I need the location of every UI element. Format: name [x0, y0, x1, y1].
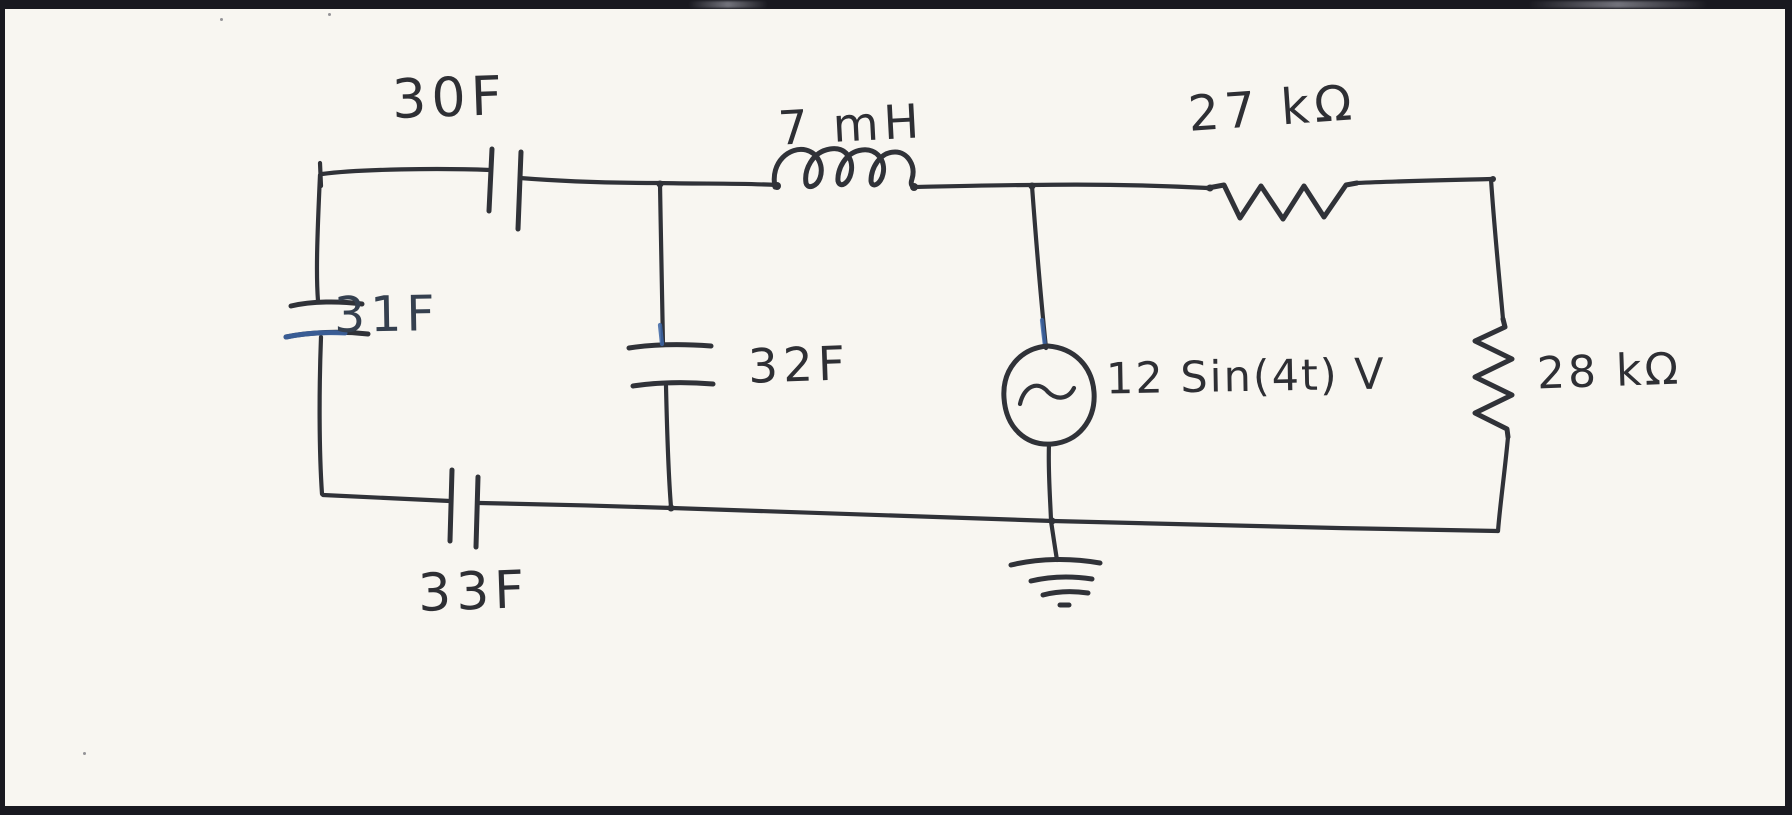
wire-bottom-left — [320, 492, 453, 504]
label-resistor-27k: 27 kΩ — [1186, 74, 1359, 143]
label-resistor-28k: 28 kΩ — [1536, 343, 1682, 400]
scan-speck — [83, 752, 86, 755]
scan-speck — [220, 18, 223, 21]
wire-top-left — [319, 166, 493, 177]
node-blob — [1490, 176, 1496, 182]
scan-speck — [328, 13, 331, 16]
source-circle — [1001, 343, 1097, 447]
inductor-7mh-symbol — [771, 146, 919, 190]
ac-source-symbol — [1001, 343, 1097, 447]
wires — [314, 160, 1511, 534]
capacitor-plate-blue-artifact — [283, 330, 348, 340]
label-voltage-source: 12 Sin(4t) V — [1105, 349, 1387, 405]
label-capacitor-32f: 32F — [747, 336, 851, 395]
wire-right-upper — [1488, 176, 1506, 322]
wire-left-lower — [317, 334, 325, 497]
node-blob — [667, 504, 675, 512]
scan-artifact-smudge — [688, 1, 768, 8]
resistor-zigzag — [1205, 180, 1360, 222]
wire-bottom-mid — [477, 500, 675, 511]
scan-artifact-smudge — [1528, 1, 1708, 8]
wire-left-upper — [314, 172, 323, 304]
capacitor-plate — [515, 149, 524, 232]
capacitor-32f-symbol — [626, 322, 716, 389]
ground-bar — [1040, 589, 1091, 598]
sine-wave-icon — [1017, 383, 1077, 407]
capacitor-plate — [486, 146, 495, 214]
label-capacitor-31f: 31F — [333, 285, 441, 344]
inductor-coil — [771, 146, 919, 190]
ground-bar — [1028, 574, 1095, 584]
capacitor-plate — [630, 380, 716, 389]
wire-mid-upper — [657, 181, 666, 348]
ground-symbol — [1008, 518, 1103, 608]
ground-bar — [1008, 557, 1103, 568]
capacitor-31f-symbol — [283, 299, 371, 340]
capacitor-33f-symbol — [447, 467, 481, 550]
wire-bottom-right — [669, 505, 1501, 534]
label-capacitor-30f: 30F — [390, 64, 508, 131]
capacitor-blue-artifact — [657, 322, 665, 347]
wire-top-mid — [517, 175, 780, 188]
wire-top-right — [911, 182, 1211, 191]
resistor-27k-symbol — [1205, 180, 1360, 222]
capacitor-plate — [447, 467, 455, 544]
ground-stub — [1048, 518, 1060, 563]
capacitor-plate — [626, 342, 714, 351]
scan-border-right — [1785, 0, 1792, 815]
label-inductor-7mh: 7 mH — [776, 94, 926, 157]
resistor-28k-symbol — [1472, 316, 1515, 440]
node-blob — [1028, 182, 1036, 190]
scan-border-left — [0, 0, 5, 815]
scan-border-top — [0, 0, 1792, 9]
wire-source-lower — [1046, 441, 1054, 523]
wire-mid-lower — [663, 383, 674, 510]
node-blob — [656, 180, 664, 188]
capacitor-30f-symbol — [486, 146, 524, 232]
wire-right-lower — [1495, 434, 1511, 534]
scan-border-bottom — [0, 806, 1792, 815]
capacitor-plate — [288, 299, 365, 309]
label-capacitor-33f: 33F — [416, 560, 531, 624]
capacitor-plate — [473, 474, 481, 550]
wire-top-corner — [1354, 176, 1494, 186]
resistor-zigzag — [1472, 316, 1515, 440]
